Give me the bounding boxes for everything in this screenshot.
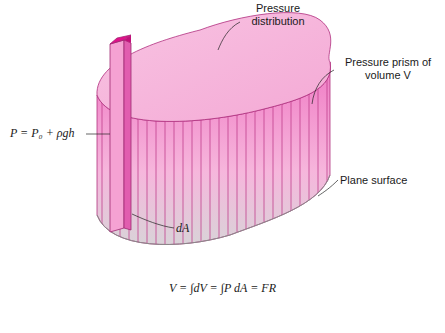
column-top bbox=[124, 35, 131, 43]
column-front bbox=[110, 40, 124, 232]
pressure-formula: P = P₀ + ρgh bbox=[10, 127, 90, 140]
pressure-line bbox=[102, 40, 103, 250]
surface-label: Pressure distribution bbox=[242, 2, 314, 28]
leader-lines bbox=[86, 22, 338, 228]
column-cap bbox=[110, 35, 131, 44]
area-label: dA bbox=[176, 222, 206, 235]
pressure-distribution-surface bbox=[97, 13, 331, 122]
surface-label: Plane surface bbox=[340, 174, 440, 187]
column-side bbox=[124, 40, 131, 230]
prism-label: Pressure prism of volume V bbox=[338, 56, 438, 82]
volume-equation: V = ∫dV = ∫P dA = FR bbox=[90, 282, 355, 295]
plane-surface-edge bbox=[97, 175, 330, 245]
